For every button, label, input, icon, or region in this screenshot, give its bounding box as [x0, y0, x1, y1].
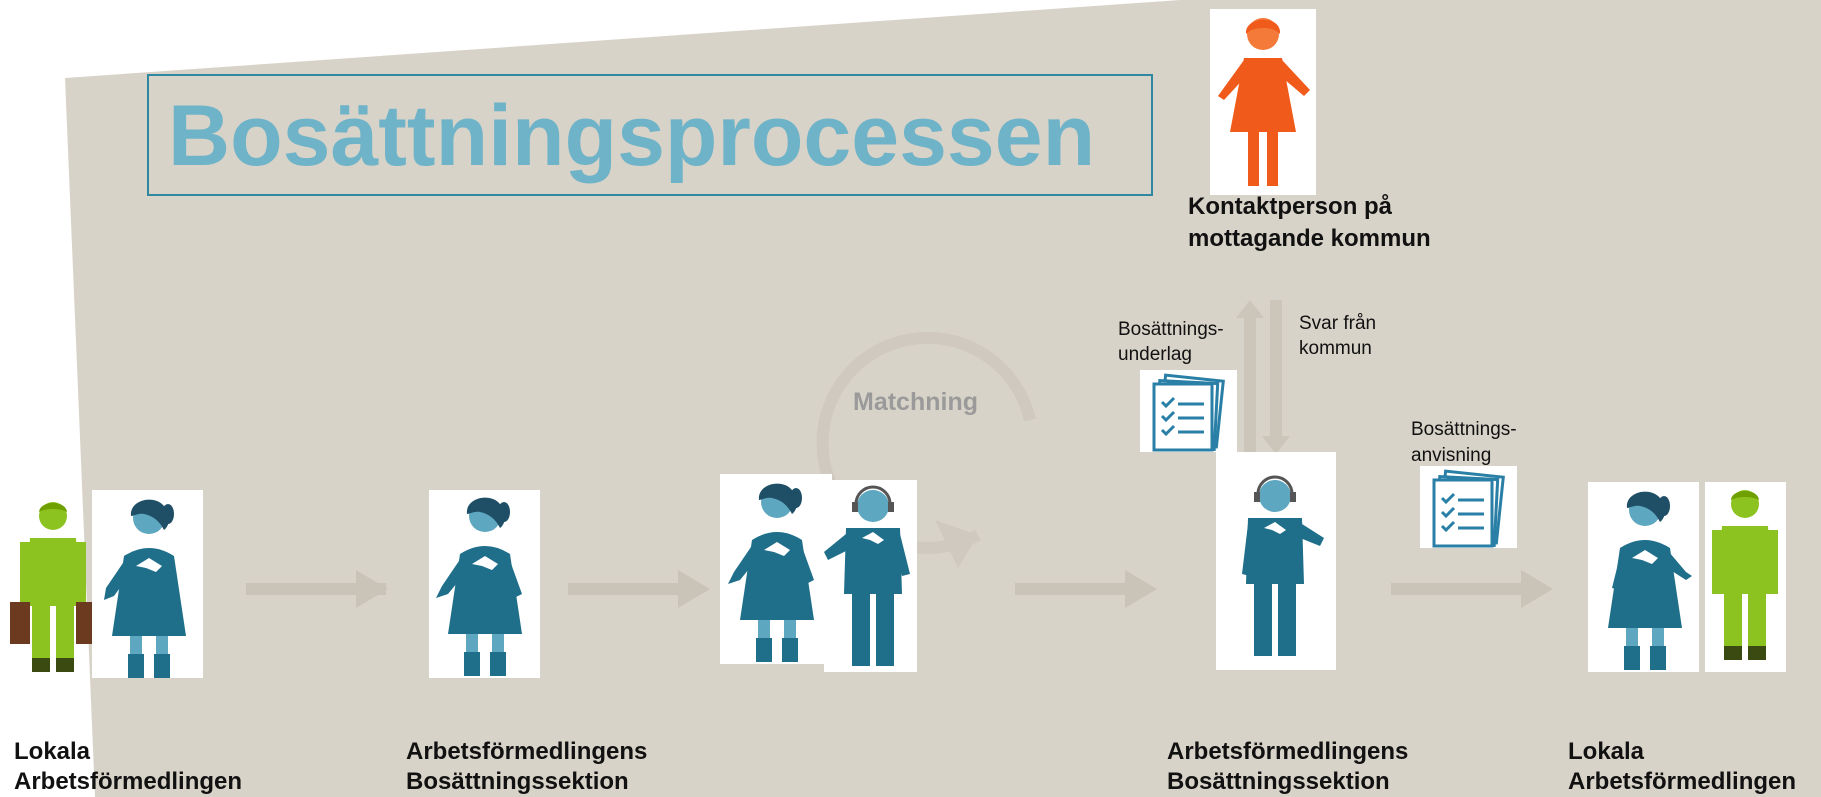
stage-1-label-line2: Arbetsförmedlingen [14, 768, 243, 795]
matchning-label: Matchning [853, 388, 978, 416]
page-title: Bosättningsprocessen [168, 88, 1096, 184]
anvisning-label-line1: Bosättnings- [1411, 419, 1517, 440]
contact-person-label-line1: Kontaktperson på [1188, 193, 1393, 220]
flow-arrow-2 [568, 570, 710, 608]
stage-3-label-line1: Arbetsförmedlingens [1167, 738, 1409, 765]
document-stack-icon [1152, 373, 1225, 452]
staff-man-headset-icon [824, 485, 910, 668]
arrow-up-to-contact [1236, 300, 1264, 460]
title-frame [147, 74, 1153, 196]
contact-person-woman-icon [1218, 18, 1310, 186]
underlag-label-line1: Bosättnings- [1118, 319, 1224, 340]
staff-woman-icon [1608, 491, 1692, 670]
stage-2-label-line1: Arbetsförmedlingens [406, 738, 648, 765]
stage-4-label-line1: Lokala [1568, 738, 1645, 765]
staff-woman-icon [104, 499, 186, 678]
stage-4-label-line2: Arbetsförmedlingen [1568, 768, 1797, 795]
flow-arrow-3 [1015, 570, 1157, 608]
arrow-down-from-contact [1262, 300, 1290, 454]
stage-1-label-line1: Lokala [14, 738, 91, 765]
underlag-label-line2: underlag [1118, 344, 1192, 365]
staff-man-headset-icon [1242, 475, 1324, 658]
anvisning-label-line2: anvisning [1411, 445, 1492, 466]
flow-arrow-1 [246, 570, 388, 608]
client-man-with-bags-icon [10, 502, 96, 672]
contact-person-label-line2: mottagande kommun [1188, 225, 1431, 252]
svar-label-line2: kommun [1299, 338, 1372, 359]
document-stack-icon [1432, 469, 1505, 548]
stage-3-label-line2: Bosättningssektion [1167, 768, 1390, 795]
flow-arrow-4 [1391, 570, 1553, 608]
svar-label-line1: Svar från [1299, 313, 1377, 334]
stage-2-label-line2: Bosättningssektion [406, 768, 629, 795]
